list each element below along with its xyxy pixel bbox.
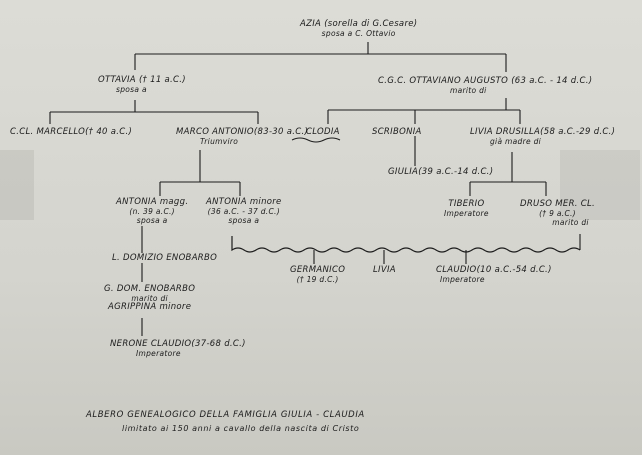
node-germanico: GERMANICO († 19 d.C.) [290, 265, 346, 285]
node-antonia-maggiore: ANTONIA magg. (n. 39 a.C.) sposa a [116, 197, 189, 226]
azia-name: AZIA [300, 19, 322, 29]
druso-name: DRUSO MER. CL. [520, 199, 596, 209]
node-marcello: C.CL. MARCELLO(† 40 a.C.) [10, 128, 132, 137]
line-wives-wavy [291, 137, 341, 143]
node-giulia: GIULIA(39 a.C.-14 d.C.) [388, 168, 493, 177]
tiberio-name: TIBERIO [448, 199, 485, 209]
druso-role: marito di [552, 218, 589, 227]
druso-detail: († 9 a.C.) [539, 209, 576, 218]
antonia-minore-role: sposa a [228, 216, 260, 225]
node-claudio: CLAUDIO(10 a.C.-54 d.C.) Imperatore [436, 265, 552, 285]
livia-drusilla-detail: (58 a.C.-29 d.C.) [540, 127, 616, 137]
node-livia-drusilla: LIVIA DRUSILLA(58 a.C.-29 d.C.) già madr… [470, 127, 616, 147]
giulia-name: GIULIA [388, 167, 419, 177]
augusto-role: marito di [450, 86, 487, 95]
nerone-name: NERONE CLAUDIO [110, 339, 192, 349]
augusto-name: C.G.C. OTTAVIANO AUGUSTO [378, 76, 509, 86]
node-livia-child: LIVIA [373, 266, 396, 275]
caption-title: ALBERO GENEALOGICO DELLA FAMIGLIA GIULIA… [86, 410, 365, 420]
bleed-through-left [0, 150, 34, 220]
node-azia: AZIA (sorella di G.Cesare) sposa a C. Ot… [300, 19, 418, 39]
antonia-maggiore-role: sposa a [136, 216, 168, 225]
marcello-name: C.CL. MARCELLO [10, 127, 86, 137]
livia-drusilla-role: già madre di [490, 137, 542, 146]
node-nerone: NERONE CLAUDIO(37-68 d.C.) Imperatore [110, 339, 246, 359]
livia-child-name: LIVIA [373, 265, 396, 275]
livia-drusilla-name: LIVIA DRUSILLA [470, 127, 541, 137]
node-marcoantonio: MARCO ANTONIO(83-30 a.C.) Triumviro [176, 127, 309, 147]
azia-detail: (sorella di G.Cesare) [324, 19, 418, 29]
ottavia-role: sposa a [116, 85, 147, 94]
marcello-detail: († 40 a.C.) [85, 127, 133, 137]
azia-role: sposa a C. Ottavio [321, 29, 396, 38]
bleed-through-right [560, 150, 640, 220]
node-augusto: C.G.C. OTTAVIANO AUGUSTO (63 a.C. - 14 d… [378, 76, 593, 96]
ottavia-detail: († 11 a.C.) [138, 75, 186, 85]
nerone-detail: (37-68 d.C.) [191, 339, 246, 349]
claudio-detail: (10 a.C.-54 d.C.) [476, 265, 552, 275]
marcoantonio-name: MARCO ANTONIO [176, 127, 254, 137]
nerone-role: Imperatore [136, 349, 181, 358]
gdom-name: G. DOM. ENOBARBO [104, 284, 196, 294]
enobarbo-name: L. DOMIZIO ENOBARBO [112, 253, 218, 263]
antonia-maggiore-detail: (n. 39 a.C.) [129, 207, 175, 216]
node-druso: DRUSO MER. CL. († 9 a.C.) marito di [520, 199, 596, 228]
antonia-maggiore-name: ANTONIA magg. [116, 197, 189, 207]
gdom-role2: AGRIPPINA minore [108, 302, 192, 312]
antonia-minore-detail: (36 a.C. - 37 d.C.) [207, 207, 280, 216]
line-marriage-wavy [231, 236, 581, 253]
caption-subtitle: limitato ai 150 anni a cavallo della nas… [122, 424, 360, 433]
germanico-name: GERMANICO [290, 265, 346, 275]
ottavia-name: OTTAVIA [98, 75, 136, 85]
clodia-name: CLODIA [306, 127, 340, 137]
claudio-role: Imperatore [440, 275, 485, 284]
claudio-name: CLAUDIO [436, 265, 477, 275]
node-gdom: G. DOM. ENOBARBO marito di AGRIPPINA min… [104, 285, 195, 312]
node-scribonia: SCRIBONIA [372, 128, 422, 137]
node-antonia-minore: ANTONIA minore (36 a.C. - 37 d.C.) sposa… [206, 197, 282, 226]
node-ottavia: OTTAVIA († 11 a.C.) sposa a [98, 75, 186, 95]
marcoantonio-role: Triumviro [200, 137, 239, 146]
augusto-detail: (63 a.C. - 14 d.C.) [511, 76, 593, 86]
node-clodia: CLODIA [306, 128, 340, 137]
node-tiberio: TIBERIO Imperatore [444, 199, 489, 219]
gdom-role: marito di [131, 294, 168, 303]
marcoantonio-detail: (83-30 a.C.) [253, 127, 309, 137]
tiberio-role: Imperatore [444, 209, 489, 218]
scribonia-name: SCRIBONIA [372, 127, 422, 137]
germanico-detail: († 19 d.C.) [296, 275, 339, 284]
node-enobarbo: L. DOMIZIO ENOBARBO [112, 254, 217, 263]
antonia-minore-name: ANTONIA minore [206, 197, 282, 207]
giulia-detail: (39 a.C.-14 d.C.) [418, 167, 494, 177]
